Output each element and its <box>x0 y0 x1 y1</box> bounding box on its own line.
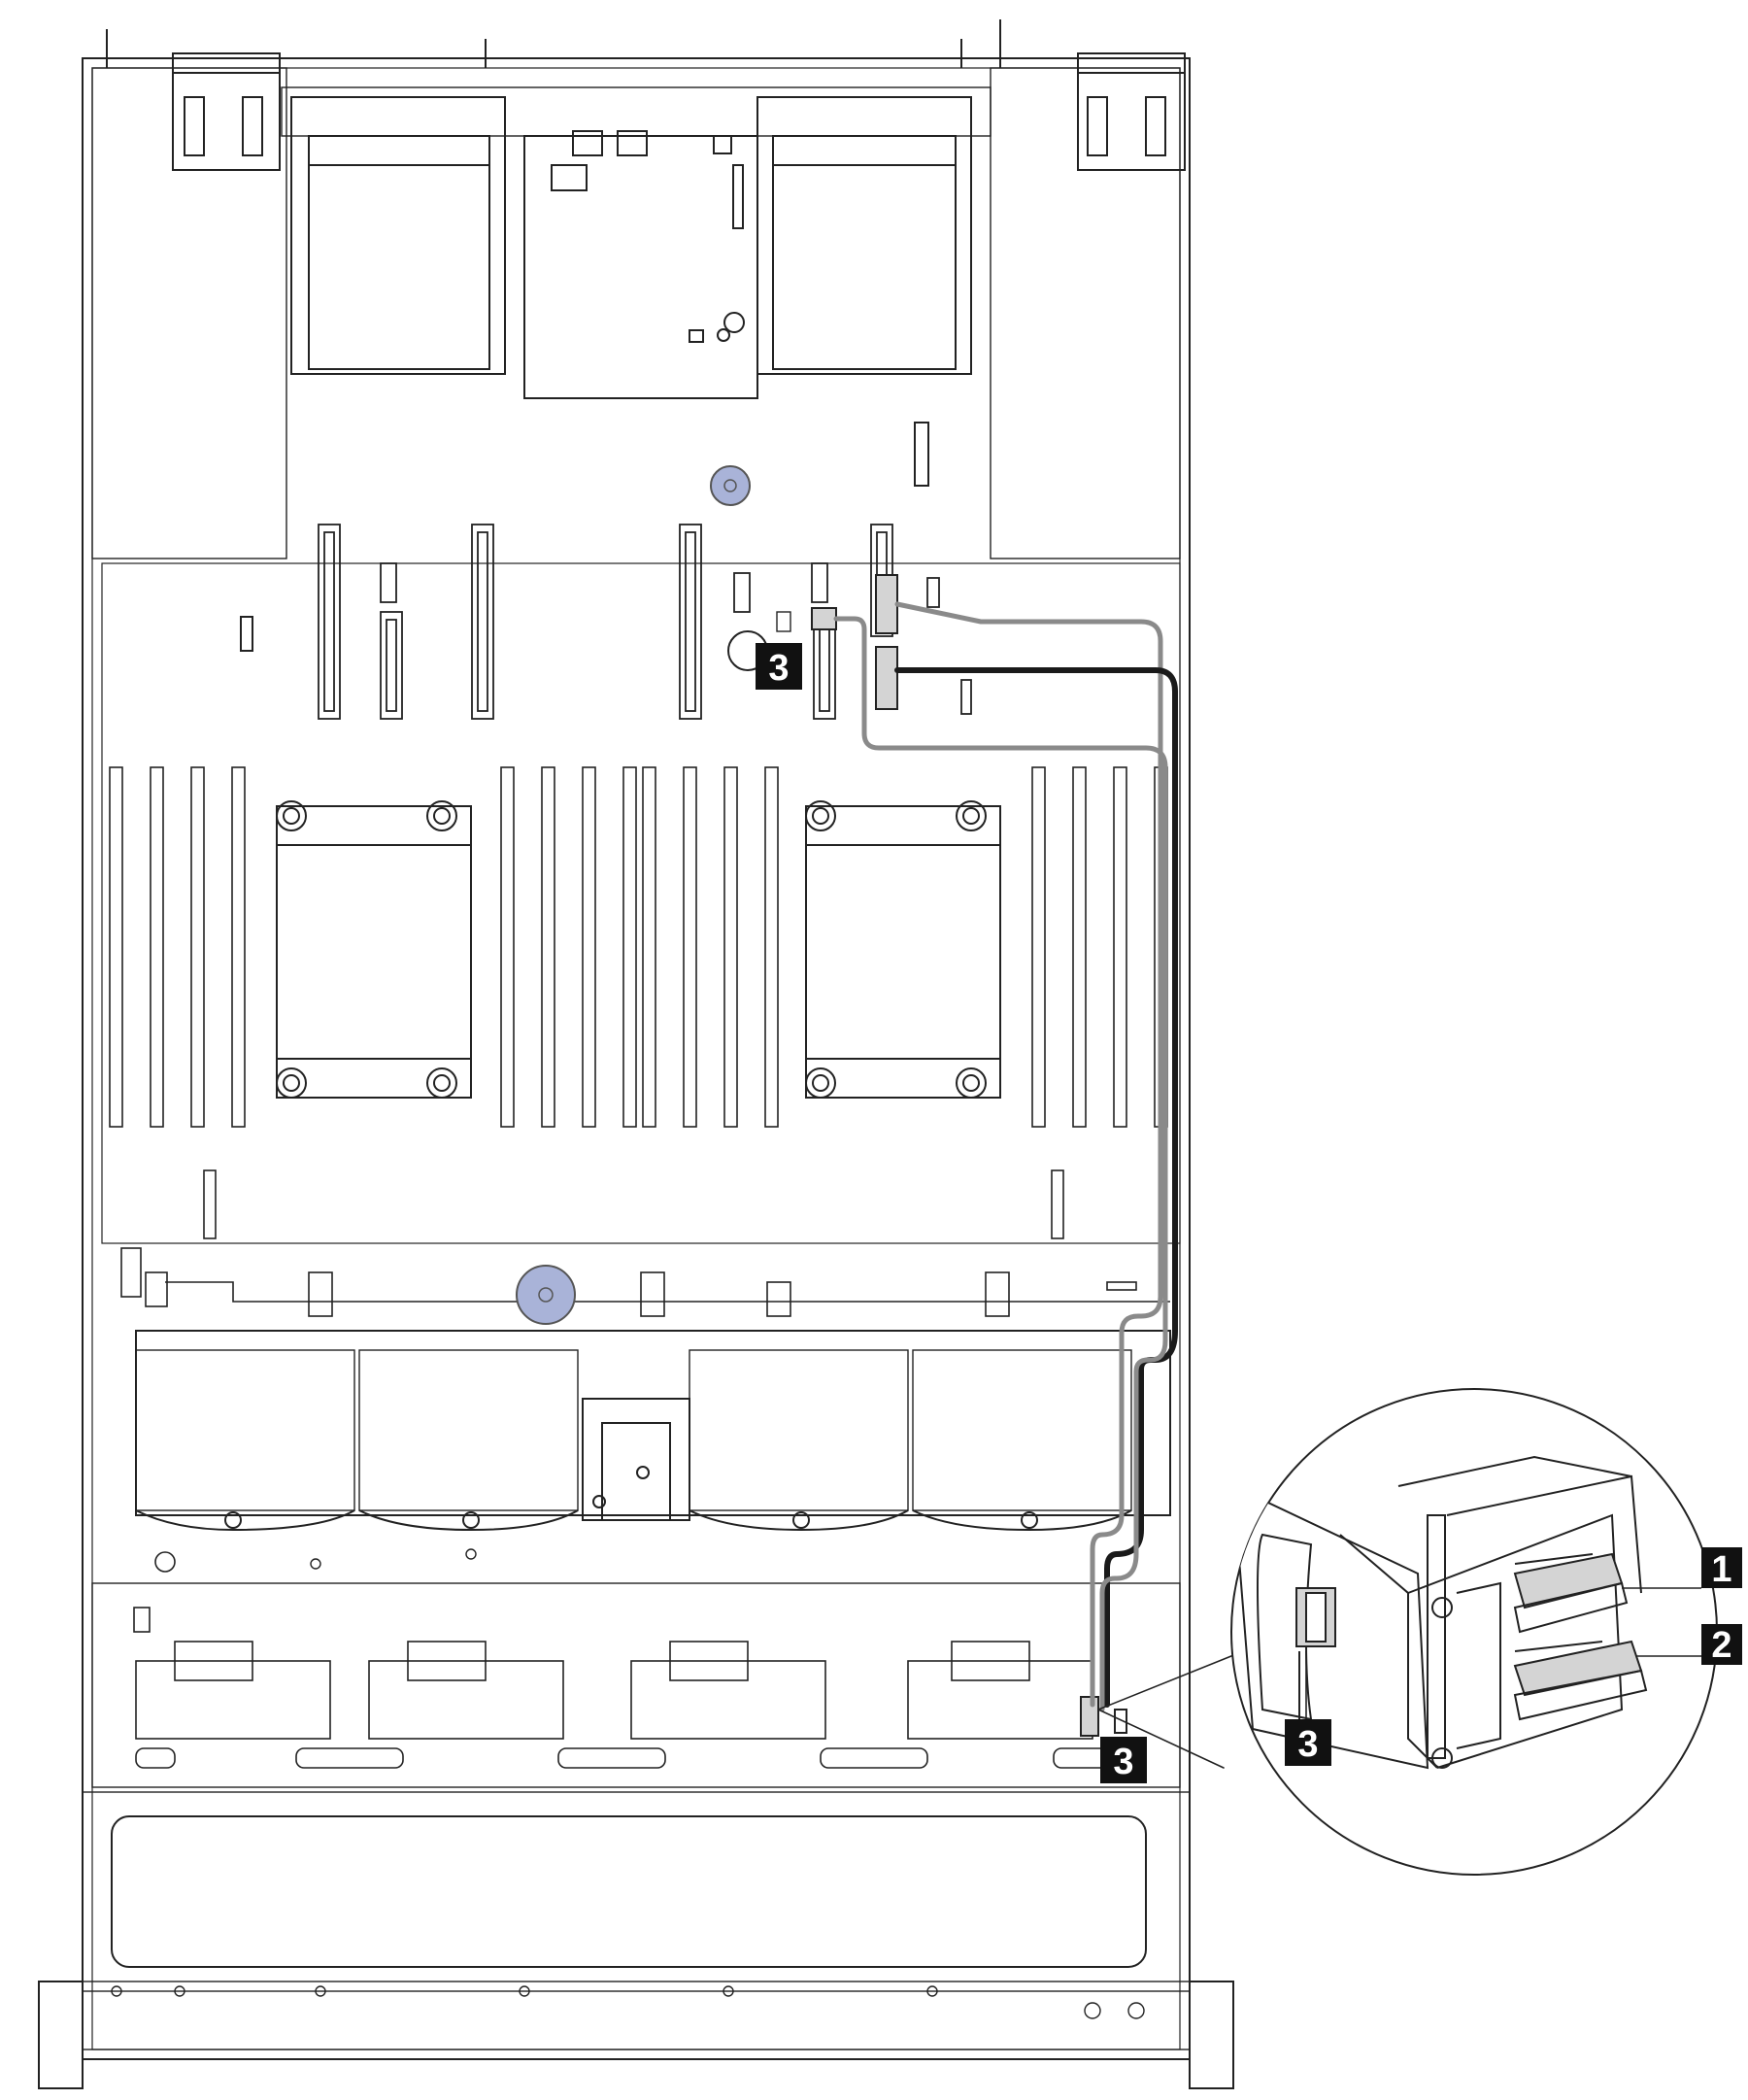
cable-gray-sideband <box>833 616 1168 1712</box>
callout-1-detail: 1 <box>1701 1547 1742 1590</box>
front-io-bar <box>82 1990 1191 2050</box>
chassis-outline <box>82 57 1191 2060</box>
detail-magnifier <box>1230 1388 1718 1876</box>
processor-1 <box>276 800 472 1099</box>
board-connector-left-1 <box>240 616 253 652</box>
svg-text:3: 3 <box>1113 1742 1133 1782</box>
callout-3-backplane: 3 <box>1100 1737 1147 1783</box>
psu-bay-left <box>91 67 287 559</box>
board-connector-bottom-right <box>1051 1169 1064 1239</box>
backplane-sideband-connector <box>1080 1696 1099 1737</box>
svg-text:3: 3 <box>1297 1724 1318 1765</box>
svg-text:2: 2 <box>1711 1625 1731 1666</box>
system-board <box>101 562 1181 1244</box>
riser-center-bracket <box>281 86 992 399</box>
front-panel-cover <box>111 1815 1147 1968</box>
svg-text:3: 3 <box>768 648 789 689</box>
callout-2-detail: 2 <box>1701 1624 1742 1666</box>
front-io-screws <box>111 1985 1145 2019</box>
board-nvme-connector-bottom <box>875 646 898 710</box>
cable-gray-signal-1 <box>894 601 1163 1708</box>
pcie-slot-group <box>318 524 972 720</box>
psu-latch-right <box>1077 52 1186 171</box>
fan-connector-row <box>120 1247 1170 1317</box>
backplane-connectors <box>133 1607 1147 1769</box>
dimm-slots <box>109 766 1168 1128</box>
front-bezel <box>82 1791 1191 1982</box>
backplane-connector-small <box>1114 1709 1127 1734</box>
svg-text:1: 1 <box>1711 1549 1731 1590</box>
processor-2 <box>805 800 1001 1099</box>
fan-cage <box>135 1330 1171 1532</box>
riser-cage-left <box>290 96 506 375</box>
cable-black-signal-2 <box>894 667 1178 1708</box>
psu-bay-right <box>990 67 1181 559</box>
board-sideband-connector <box>811 607 837 630</box>
board-connector-top <box>914 422 929 487</box>
callout-3-detail: 3 <box>1285 1719 1331 1766</box>
riser-cage-right <box>756 96 972 375</box>
screw-icon <box>516 465 751 1325</box>
board-nvme-connector-top <box>875 574 898 634</box>
rack-flange-left <box>38 1981 84 2089</box>
drive-backplane-area <box>91 1582 1181 1788</box>
psu-latch-left <box>172 52 281 171</box>
board-connector-bottom-left <box>203 1169 217 1239</box>
rack-flange-right <box>1189 1981 1234 2089</box>
callout-3-board: 3 <box>756 643 802 690</box>
